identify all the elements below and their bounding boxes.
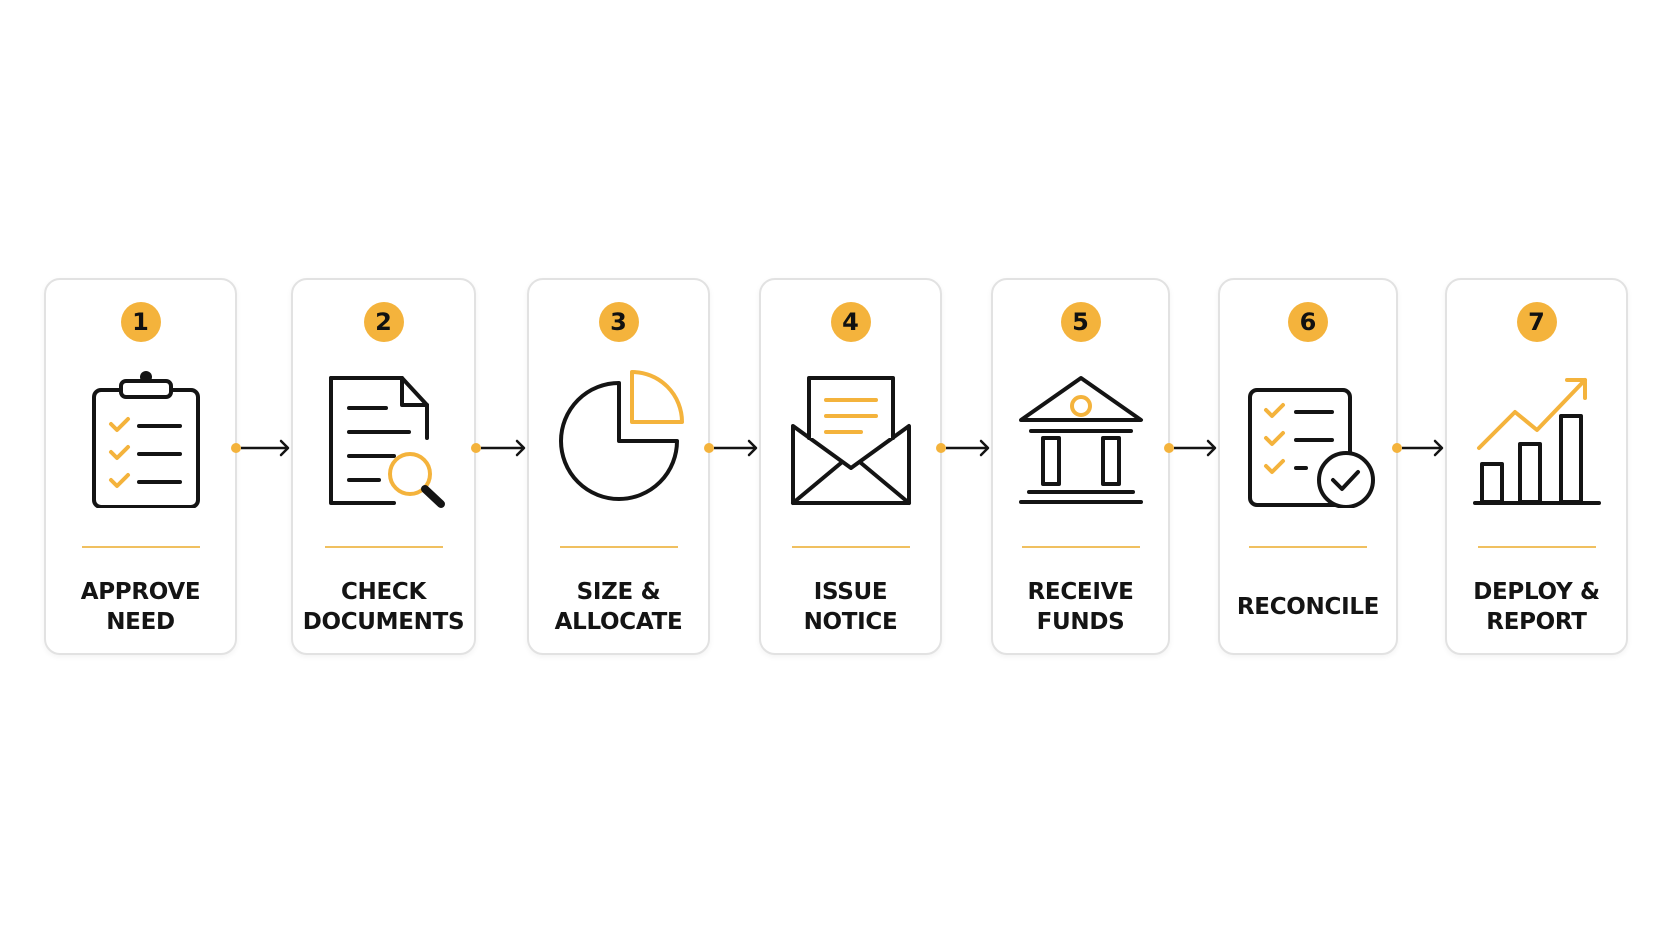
step-card-7: 7 DEPLOY & REPORT (1445, 278, 1628, 655)
step-card-4: 4 ISSUE NOTICE (759, 278, 942, 655)
step-number-badge: 4 (830, 302, 871, 342)
connector-arrow-6-7 (1391, 436, 1446, 460)
step-number-badge: 7 (1516, 302, 1557, 342)
step-card-3: 3 SIZE & ALLOCATE (527, 278, 710, 655)
card-divider (1021, 546, 1140, 548)
document-search-icon (314, 368, 454, 508)
step-card-5: 5 RECEIVE FUNDS (991, 278, 1170, 655)
step-label: CHECK DOCUMENTS (302, 579, 465, 635)
step-number-badge: 5 (1060, 302, 1101, 342)
step-label: DEPLOY & REPORT (1473, 579, 1600, 635)
step-label: APPROVE NEED (80, 579, 201, 635)
step-label: SIZE & ALLOCATE (554, 579, 683, 635)
step-number-badge: 6 (1288, 302, 1328, 342)
card-divider (791, 546, 910, 548)
connector-arrow-1-2 (230, 436, 292, 460)
envelope-letter-icon (781, 368, 921, 508)
connector-arrow-4-5 (935, 436, 992, 460)
clipboard-checklist-icon (71, 368, 211, 508)
step-label: RECEIVE FUNDS (1027, 579, 1134, 635)
step-card-2: 2 CHECK DOCUMENTS (291, 278, 476, 655)
checklist-check-icon (1238, 368, 1378, 508)
card-divider (1249, 546, 1367, 548)
connector-arrow-3-4 (703, 436, 760, 460)
card-divider (81, 546, 200, 548)
step-label: RECONCILE (1236, 594, 1380, 620)
step-card-6: 6 RECONCILE (1218, 278, 1398, 655)
step-label: ISSUE NOTICE (803, 579, 898, 635)
bank-icon (1011, 368, 1151, 508)
pie-chart-icon (549, 368, 689, 508)
card-divider (1477, 546, 1596, 548)
step-number-badge: 3 (598, 302, 639, 342)
step-card-1: 1 APPROVE NEED (44, 278, 237, 655)
card-divider (559, 546, 678, 548)
step-number-badge: 1 (120, 302, 161, 342)
connector-arrow-5-6 (1163, 436, 1219, 460)
growth-chart-icon (1467, 368, 1607, 508)
connector-arrow-2-3 (470, 436, 528, 460)
step-number-badge: 2 (363, 302, 404, 342)
card-divider (324, 546, 443, 548)
